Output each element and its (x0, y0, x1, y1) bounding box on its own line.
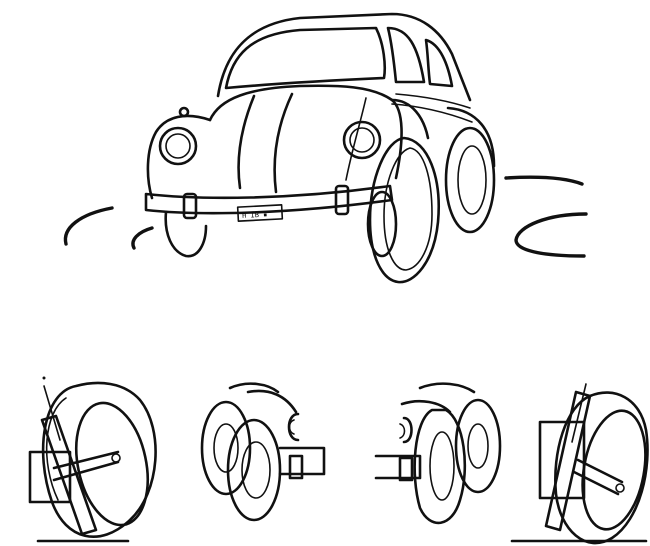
detail-right-wheel-assembly (376, 384, 500, 523)
rear-wheel (446, 128, 494, 232)
hood-right-edge (346, 98, 366, 180)
right-front-wheel (368, 138, 439, 282)
car-illustration: H IB ▪ (65, 14, 586, 282)
hood-center-line-2 (275, 94, 292, 192)
motion-arc-right-upper (506, 177, 582, 184)
hood-center-line (239, 96, 254, 188)
license-plate: H IB ▪ (238, 205, 283, 221)
beltline-2 (392, 104, 472, 122)
side-window-front (388, 28, 424, 82)
license-plate-text: H IB ▪ (242, 211, 268, 220)
axle-4 (574, 460, 622, 494)
right-headlight (344, 122, 380, 158)
motion-arc-left-inner (133, 228, 152, 248)
detail-left-wheel-assembly (202, 384, 324, 520)
detail-left-wheel-camber (30, 377, 158, 542)
motion-arc-right-lower (516, 214, 586, 256)
detail-right-wheel-camber (512, 384, 650, 543)
axle-1 (54, 452, 118, 480)
motion-arc-left-outer (65, 208, 112, 244)
